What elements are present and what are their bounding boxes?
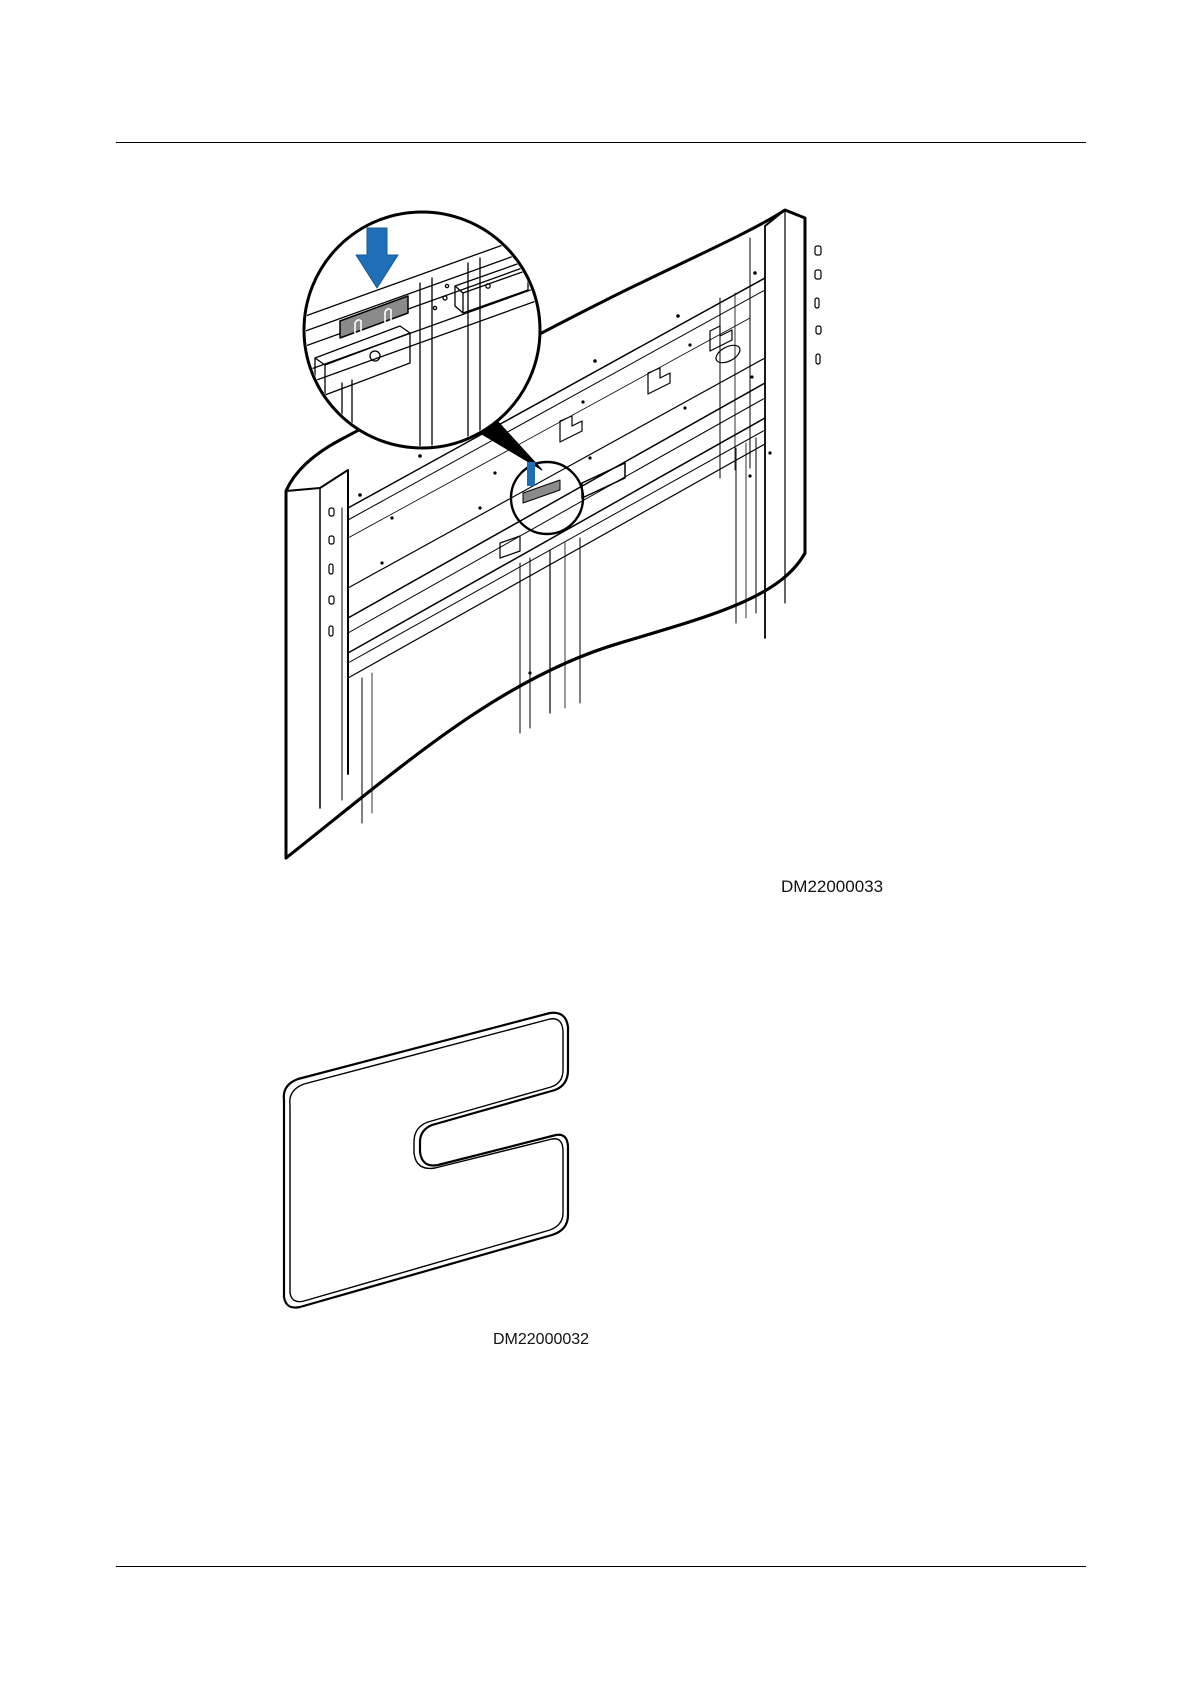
figure-caption-cabinet: DM22000033 bbox=[781, 877, 883, 897]
figure-caption-shim: DM22000032 bbox=[493, 1331, 589, 1349]
shim-plate-figure bbox=[280, 1005, 600, 1335]
header-rule bbox=[116, 142, 1086, 143]
footer-rule bbox=[116, 1566, 1086, 1567]
cabinet-shim-installation-figure bbox=[280, 208, 900, 868]
